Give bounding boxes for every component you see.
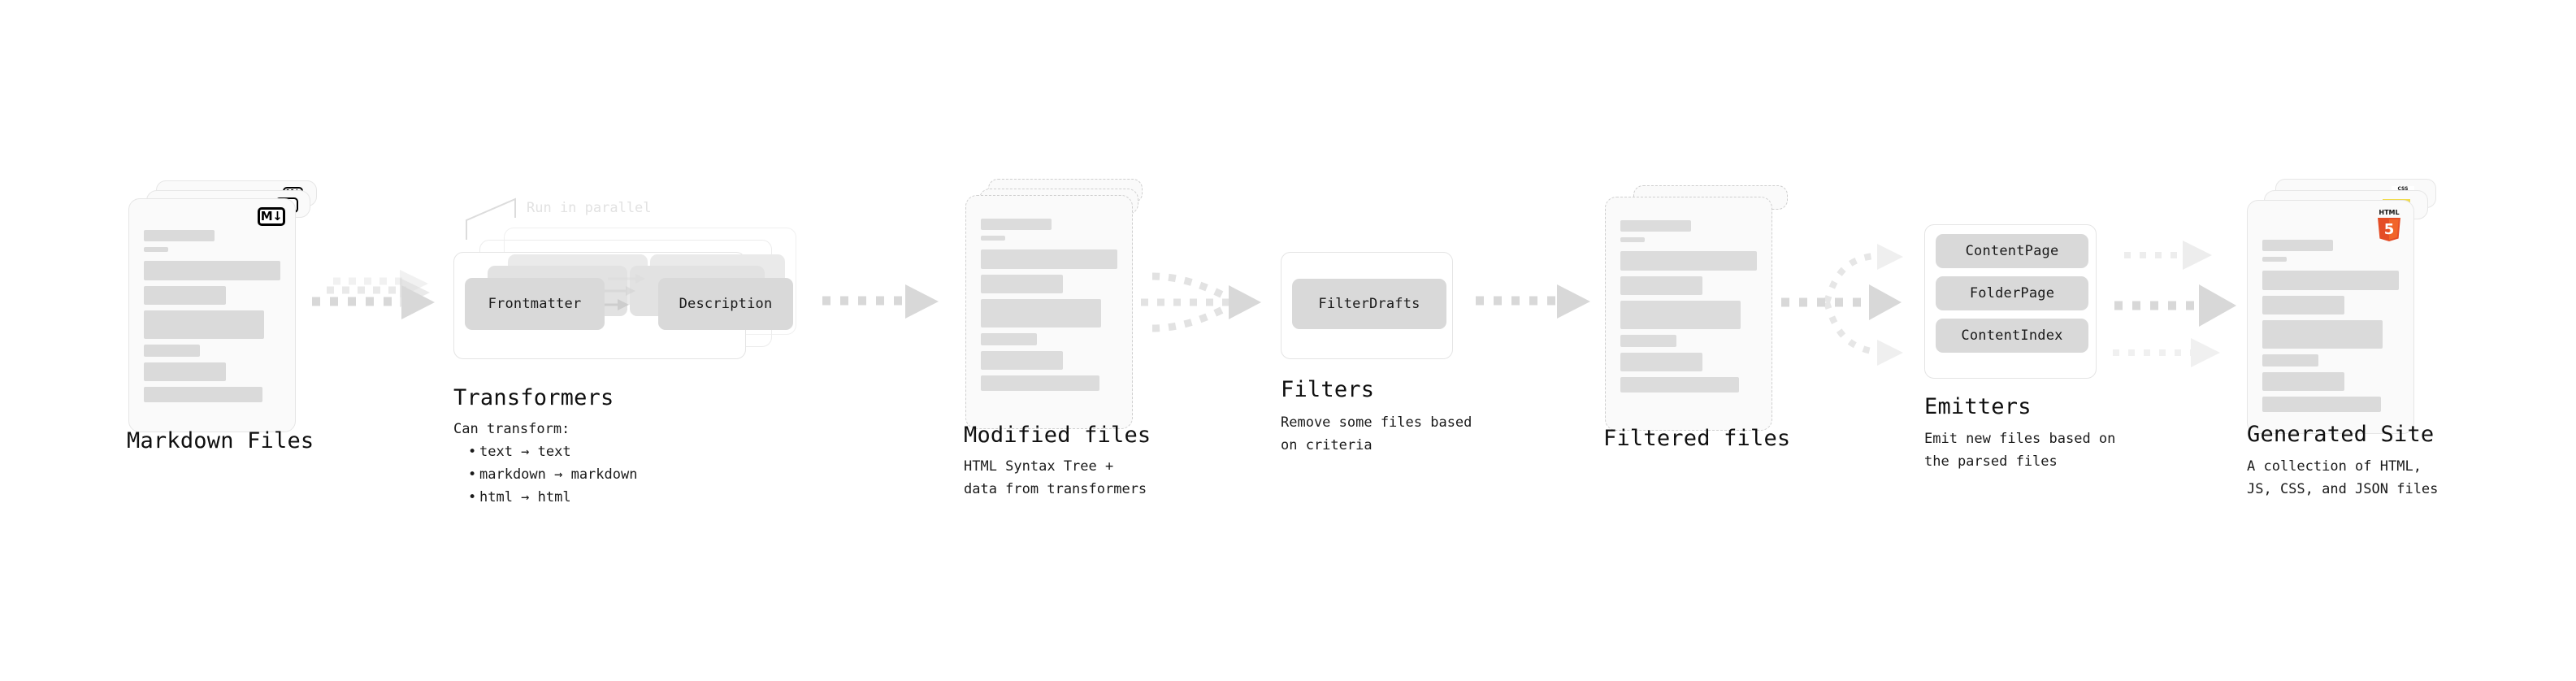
html5-icon: HTML 5 — [2374, 207, 2404, 241]
content-bar — [144, 286, 226, 305]
content-bar — [2262, 354, 2318, 367]
content-bar — [144, 261, 280, 280]
stage-subtitle-modified-files: HTML Syntax Tree + data from transformer… — [964, 458, 1147, 498]
content-bar — [2262, 257, 2288, 262]
content-bar — [144, 247, 169, 252]
content-bar — [1620, 251, 1757, 271]
content-bar — [981, 351, 1063, 370]
content-bar — [144, 387, 263, 402]
run-in-parallel-bracket — [465, 197, 538, 242]
document-content — [2262, 240, 2399, 418]
arrow-transformers-to-modified-files — [821, 283, 951, 332]
content-bar — [981, 375, 1100, 391]
content-bar — [1620, 335, 1676, 347]
content-bar — [981, 236, 1006, 241]
modified-file-card-front — [965, 195, 1133, 429]
transformer-pill-frontmatter[interactable]: Frontmatter — [465, 278, 605, 330]
stage-subtitle-transformers: Can transform: — [453, 421, 570, 437]
emitter-pill-contentpage[interactable]: ContentPage — [1936, 234, 2088, 268]
document-content — [1620, 220, 1757, 398]
stage-title-generated-site: Generated Site — [2247, 422, 2435, 447]
stage-title-transformers: Transformers — [453, 385, 614, 410]
css-icon-label: CSS — [2397, 186, 2409, 192]
content-bar — [1620, 237, 1646, 242]
content-bar — [1620, 353, 1702, 371]
arrow-emitters-to-generated-site — [2113, 229, 2267, 375]
content-bar — [981, 299, 1101, 327]
content-bar — [981, 333, 1037, 345]
markdown-icon-label: M↓ — [260, 209, 283, 223]
emitter-pill-contentindex[interactable]: ContentIndex — [1936, 319, 2088, 353]
content-bar — [2262, 372, 2344, 391]
arrow-filtered-files-to-emitters — [1780, 234, 1926, 372]
document-content — [144, 230, 280, 408]
content-bar — [1620, 276, 1702, 295]
content-bar — [144, 362, 226, 381]
document-content — [981, 219, 1117, 397]
markdown-icon: M↓ — [258, 207, 285, 226]
stage-subtitle-filters: Remove some files based on criteria — [1281, 414, 1472, 454]
content-bar — [144, 230, 215, 241]
svg-text:HTML: HTML — [2379, 209, 2399, 216]
emitter-pill-folderpage[interactable]: FolderPage — [1936, 276, 2088, 310]
content-bar — [2262, 397, 2382, 412]
markdown-file-card-front: M↓ — [128, 198, 296, 432]
stage-title-markdown-files: Markdown Files — [127, 428, 314, 453]
stage-title-modified-files: Modified files — [964, 423, 1151, 448]
transformer-pill-description[interactable]: Description — [658, 278, 793, 330]
run-in-parallel-label: Run in parallel — [527, 200, 652, 216]
content-bar — [144, 345, 200, 357]
stage-subtitle-emitters: Emit new files based on the parsed files — [1924, 431, 2116, 471]
arrow-markdown-to-transformers — [310, 268, 449, 333]
content-bar — [2262, 296, 2344, 314]
arrow-filters-to-filtered-files — [1474, 283, 1604, 332]
transformer-capability-list: text → text markdown → markdown html → h… — [465, 440, 638, 509]
content-bar — [2262, 320, 2383, 349]
content-bar — [1620, 220, 1692, 232]
stage-title-emitters: Emitters — [1924, 394, 2032, 419]
content-bar — [2262, 271, 2399, 290]
generated-file-card-front: HTML 5 — [2247, 200, 2414, 434]
content-bar — [981, 275, 1063, 293]
stage-title-filtered-files: Filtered files — [1603, 426, 1791, 451]
list-item: html → html — [468, 486, 637, 509]
stage-title-filters: Filters — [1281, 377, 1375, 402]
content-bar — [1620, 377, 1740, 393]
list-item: markdown → markdown — [468, 463, 638, 486]
content-bar — [981, 219, 1052, 230]
content-bar — [2262, 240, 2334, 251]
svg-text:5: 5 — [2384, 221, 2395, 238]
content-bar — [981, 249, 1117, 269]
content-bar — [1620, 301, 1741, 329]
filtered-file-card-front — [1605, 197, 1772, 431]
arrow-modified-files-to-filters — [1138, 258, 1284, 348]
stage-subtitle-generated-site: A collection of HTML, JS, CSS, and JSON … — [2247, 458, 2439, 498]
content-bar — [144, 310, 264, 339]
list-item: text → text — [468, 440, 637, 463]
filter-pill-filterdrafts[interactable]: FilterDrafts — [1292, 279, 1446, 329]
